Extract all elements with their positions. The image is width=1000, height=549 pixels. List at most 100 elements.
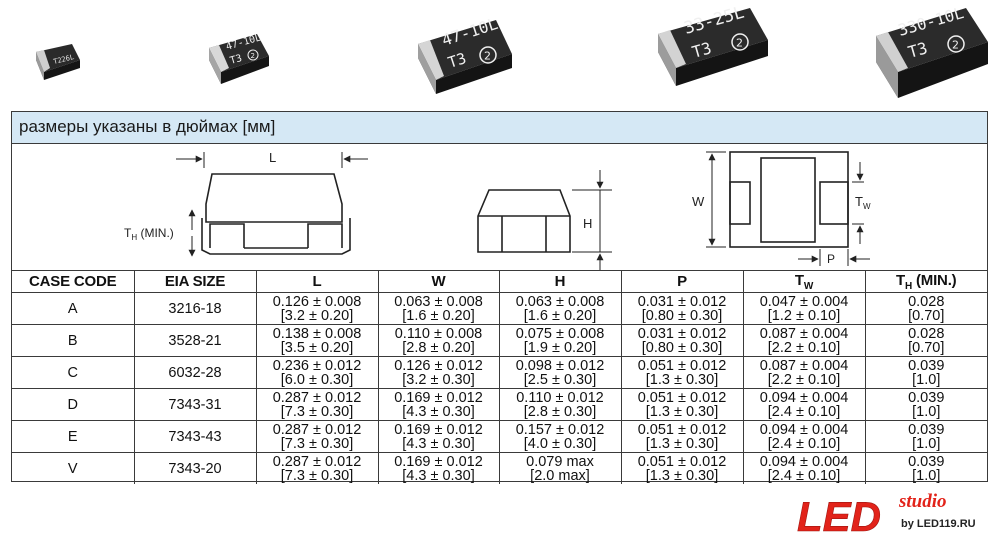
cell-h: 0.063 ± 0.008[1.6 ± 0.20]: [498, 292, 621, 325]
cell-mm-value: [1.0]: [912, 371, 941, 388]
cell-mm-value: [4.3 ± 0.30]: [402, 435, 475, 452]
cell-th: 0.028[0.70]: [864, 292, 987, 325]
cell-inch-value: 0.063 ± 0.008: [515, 293, 605, 310]
table-header-row: CASE CODE EIA SIZE L W H P TW TH (MIN.): [12, 270, 987, 293]
cell-inch-value: 0.047 ± 0.004: [759, 293, 849, 310]
cell-l: 0.287 ± 0.012[7.3 ± 0.30]: [255, 388, 378, 421]
logo-sub: by LED119.RU: [901, 518, 976, 530]
cell-th: 0.039[1.0]: [864, 356, 987, 389]
cell-inch-value: 0.039: [908, 421, 945, 438]
photo-code: T3: [690, 38, 714, 62]
cell-mm-value: [1.3 ± 0.30]: [645, 435, 719, 452]
cell-mm-value: [1.0]: [912, 435, 941, 452]
col-header-w: W: [377, 270, 499, 293]
cell-mm-value: [0.70]: [908, 307, 945, 324]
col-text: EIA SIZE: [164, 273, 226, 290]
cell-inch-value: 0.098 ± 0.012: [515, 357, 605, 374]
logo-main: LED: [797, 493, 881, 540]
top-w-label: W: [692, 194, 705, 209]
cell-inch-value: 0.063 ± 0.008: [394, 293, 483, 310]
cell-eia-size: 7343-43: [133, 420, 256, 453]
cell-inch-value: 0.094 ± 0.004: [759, 453, 849, 470]
cell-mm-value: [0.70]: [908, 339, 945, 356]
cell-h: 0.098 ± 0.012[2.5 ± 0.30]: [498, 356, 621, 389]
cell-mm-value: [4.3 ± 0.30]: [402, 467, 475, 484]
col-text: W: [431, 273, 446, 290]
cell-th: 0.028[0.70]: [864, 324, 987, 357]
cell-mm-value: [2.4 ± 0.10]: [767, 467, 841, 484]
cell-th: 0.039[1.0]: [864, 388, 987, 421]
col-header-p: P: [620, 270, 743, 293]
cell-tw: 0.047 ± 0.004[1.2 ± 0.10]: [742, 292, 865, 325]
capacitor-photos: T226L 47-10L T3 2 47-10L T3 2 33-25L T3 …: [0, 0, 1000, 110]
cell-case-code: E: [12, 420, 134, 453]
top-tw-sub: W: [863, 202, 871, 211]
col-suffix: (MIN.): [912, 271, 957, 289]
capacitor-photo-e: 330-10L T3 2: [876, 3, 988, 98]
photo-mark: 2: [251, 52, 255, 60]
cell-inch-value: 0.051 ± 0.012: [637, 357, 727, 374]
cell-inch-value: 0.157 ± 0.012: [515, 421, 605, 438]
col-header-l: L: [255, 270, 378, 293]
side-th-t: T: [124, 226, 132, 240]
cell-inch-value: 0.075 ± 0.008: [515, 325, 605, 342]
cell-mm-value: [1.3 ± 0.30]: [645, 371, 719, 388]
cell-h: 0.075 ± 0.008[1.9 ± 0.20]: [498, 324, 621, 357]
led-studio-logo: LED studio by LED119.RU: [797, 491, 976, 540]
photo-mark: 2: [952, 39, 959, 52]
cell-mm-value: [1.0]: [912, 403, 941, 420]
col-header-h: H: [498, 270, 621, 293]
side-th-suffix: (MIN.): [137, 226, 174, 240]
cell-case-code: A: [12, 292, 134, 325]
cell-inch-value: 0.028: [908, 293, 945, 310]
cell-w: 0.126 ± 0.012[3.2 ± 0.30]: [377, 356, 499, 389]
cell-tw: 0.094 ± 0.004[2.4 ± 0.10]: [742, 452, 865, 484]
cell-eia-size: 3528-21: [133, 324, 256, 357]
capacitor-photo-b: 47-10L T3 2: [209, 32, 269, 84]
cell-inch-value: 0.031 ± 0.012: [637, 325, 727, 342]
cell-mm-value: [2.4 ± 0.10]: [767, 403, 841, 420]
cell-mm-value: [7.3 ± 0.30]: [280, 403, 354, 420]
dimensions-table: CASE CODE EIA SIZE L W H P TW TH (MIN.) …: [12, 270, 987, 484]
side-th-label: TH (MIN.): [124, 226, 174, 242]
cell-tw: 0.087 ± 0.004[2.2 ± 0.10]: [742, 356, 865, 389]
cell-l: 0.126 ± 0.008[3.2 ± 0.20]: [255, 292, 378, 325]
cell-mm-value: [1.0]: [912, 467, 941, 484]
cell-mm-value: [0.80 ± 0.30]: [641, 307, 723, 324]
cell-h: 0.110 ± 0.012[2.8 ± 0.30]: [498, 388, 621, 421]
cell-l: 0.287 ± 0.012[7.3 ± 0.30]: [255, 420, 378, 453]
cell-mm-value: [3.2 ± 0.30]: [402, 371, 475, 388]
col-header-case-code: CASE CODE: [12, 270, 134, 293]
cell-l: 0.287 ± 0.012[7.3 ± 0.30]: [255, 452, 378, 484]
cell-l: 0.236 ± 0.012[6.0 ± 0.30]: [255, 356, 378, 389]
capacitor-photo-c: 47-10L T3 2: [418, 14, 512, 94]
cell-p: 0.031 ± 0.012[0.80 ± 0.30]: [620, 324, 743, 357]
cell-p: 0.051 ± 0.012[1.3 ± 0.30]: [620, 388, 743, 421]
cell-w: 0.169 ± 0.012[4.3 ± 0.30]: [377, 452, 499, 484]
col-text: T: [896, 271, 905, 289]
cell-mm-value: [2.0 max]: [530, 467, 590, 484]
cell-th: 0.039[1.0]: [864, 452, 987, 484]
cell-mm-value: [1.3 ± 0.30]: [645, 467, 719, 484]
dimension-drawings: L TH (MIN.) H: [124, 150, 871, 270]
photo-mark: 2: [736, 37, 743, 50]
side-view-drawing: [176, 152, 368, 257]
cell-inch-value: 0.031 ± 0.012: [637, 293, 727, 310]
cell-inch-value: 0.236 ± 0.012: [272, 357, 362, 374]
cell-mm-value: [1.6 ± 0.20]: [402, 307, 475, 324]
cell-case-code: V: [12, 452, 134, 484]
cell-mm-value: [1.9 ± 0.20]: [523, 339, 597, 356]
cell-inch-value: 0.039: [908, 357, 945, 374]
dimensions-panel: размеры указаны в дюймах [мм] L TH (MIN.…: [11, 111, 988, 484]
side-l-label: L: [269, 150, 276, 165]
front-h-label: H: [583, 216, 592, 231]
cell-mm-value: [4.3 ± 0.30]: [402, 403, 475, 420]
photo-code: T3: [229, 53, 244, 67]
cell-inch-value: 0.110 ± 0.008: [394, 325, 483, 342]
cell-tw: 0.094 ± 0.004[2.4 ± 0.10]: [742, 420, 865, 453]
